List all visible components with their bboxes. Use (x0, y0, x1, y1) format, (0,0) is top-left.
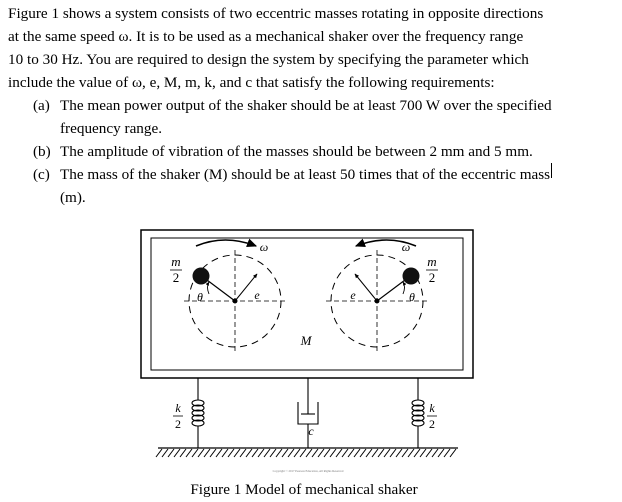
ground-hatch-line (353, 448, 361, 458)
ground-hatch-line (161, 448, 169, 458)
requirement-label: (c) (33, 166, 50, 183)
eccentric-mass (192, 267, 210, 285)
ground-hatch-line (431, 448, 439, 458)
ground-hatch-line (221, 448, 229, 458)
omega-label: ω (402, 240, 410, 254)
ground-hatch-line (233, 448, 241, 458)
rotor-center (374, 298, 380, 304)
ground-hatch-line (323, 448, 331, 458)
mass-fraction-den: 2 (173, 270, 180, 285)
eccentric-mass (402, 267, 420, 285)
ground-hatch-line (311, 448, 319, 458)
ground-hatch-line (299, 448, 307, 458)
ground-hatch-line (245, 448, 253, 458)
damper (297, 378, 319, 448)
right-rotor (326, 238, 428, 352)
intro-line: at the same speed ω. It is to be used as… (8, 28, 524, 45)
ground-hatch-line (209, 448, 217, 458)
shaker-mass-label: M (300, 333, 313, 348)
ground-hatch-line (443, 448, 451, 458)
ground-hatch-line (371, 448, 379, 458)
ground-hatch-line (179, 448, 187, 458)
ground-hatch-line (383, 448, 391, 458)
ground-hatch-line (419, 448, 427, 458)
requirement-text-cont: frequency range. (60, 120, 163, 137)
requirement-label: (b) (33, 143, 51, 160)
ground-hatch-line (215, 448, 223, 458)
ground-hatch-line (275, 448, 283, 458)
ground-hatch-line (257, 448, 265, 458)
ground-hatch-line (365, 448, 373, 458)
ground-hatch-line (341, 448, 349, 458)
requirement-text: The mass of the shaker (M) should be at … (60, 166, 551, 183)
requirement-c[interactable]: (c) The mass of the shaker (M) should be… (8, 163, 614, 186)
ground-hatch-line (173, 448, 181, 458)
theta-label: θ (409, 290, 415, 304)
damping-label: c (308, 424, 314, 438)
ground-hatch-line (155, 448, 163, 458)
mass-fraction-num: m (427, 254, 436, 269)
stiffness-fraction-den: 2 (175, 417, 181, 431)
omega-label: ω (260, 240, 268, 254)
ground-hatch-line (317, 448, 325, 458)
ground-hatch-line (413, 448, 421, 458)
ground-hatch-line (191, 448, 199, 458)
stiffness-fraction-num: k (429, 401, 435, 415)
rotor-center (232, 298, 238, 304)
requirement-text: The amplitude of vibration of the masses… (60, 143, 533, 160)
left-spring (191, 378, 205, 448)
ground-hatch-line (329, 448, 337, 458)
ground-hatch-line (395, 448, 403, 458)
requirement-b: (b) The amplitude of vibration of the ma… (8, 140, 614, 163)
stiffness-fraction-num: k (175, 401, 181, 415)
ground-hatch-line (251, 448, 259, 458)
problem-statement: Figure 1 shows a system consists of two … (8, 2, 614, 209)
ground-hatch-line (401, 448, 409, 458)
ground-hatch-line (335, 448, 343, 458)
ground-hatch-line (437, 448, 445, 458)
intro-line: 10 to 30 Hz. You are required to design … (8, 51, 529, 68)
eccentricity-label: e (254, 288, 260, 302)
requirement-text-cont: (m). (60, 189, 86, 206)
ground-hatch-line (407, 448, 415, 458)
ground-hatch-line (425, 448, 433, 458)
ground (155, 447, 458, 458)
requirement-label: (a) (33, 97, 50, 114)
ground-hatch-line (239, 448, 247, 458)
ground-hatch-line (197, 448, 205, 458)
intro-line: include the value of ω, e, M, m, k, and … (8, 74, 495, 91)
ground-hatch-line (389, 448, 397, 458)
ground-hatch-line (305, 448, 313, 458)
left-rotor (184, 238, 286, 352)
ground-hatch-line (227, 448, 235, 458)
ground-hatch-line (347, 448, 355, 458)
ground-hatch-line (449, 448, 457, 458)
requirement-text: The mean power output of the shaker shou… (60, 97, 552, 114)
shaker-frame-inner (150, 237, 464, 371)
ground-hatch-line (377, 448, 385, 458)
ground-hatch-line (185, 448, 193, 458)
right-spring (411, 378, 425, 448)
theta-label: θ (197, 290, 203, 304)
ground-hatch-line (269, 448, 277, 458)
ground-hatch-line (263, 448, 271, 458)
intro-line: Figure 1 shows a system consists of two … (8, 5, 544, 22)
ground-hatch-line (287, 448, 295, 458)
ground-hatch-line (359, 448, 367, 458)
mass-fraction-den: 2 (429, 270, 436, 285)
mass-fraction-num: m (171, 254, 180, 269)
requirement-a: (a) The mean power output of the shaker … (8, 94, 614, 117)
stiffness-fraction-den: 2 (429, 417, 435, 431)
ground-hatch-line (203, 448, 211, 458)
eccentricity-label: e (350, 288, 356, 302)
ground-hatch-line (293, 448, 301, 458)
shaker-figure: ω ω m 2 m 2 θ θ e e M (140, 224, 480, 480)
copyright-notice: Copyright © 2017 Pearson Education, All … (273, 468, 344, 474)
ground-hatch-line (167, 448, 175, 458)
text-cursor (551, 163, 553, 178)
figure-caption: Figure 1 Model of mechanical shaker (190, 481, 418, 498)
shaker-diagram: ω ω m 2 m 2 θ θ e e M (140, 229, 474, 474)
ground-hatch-line (281, 448, 289, 458)
